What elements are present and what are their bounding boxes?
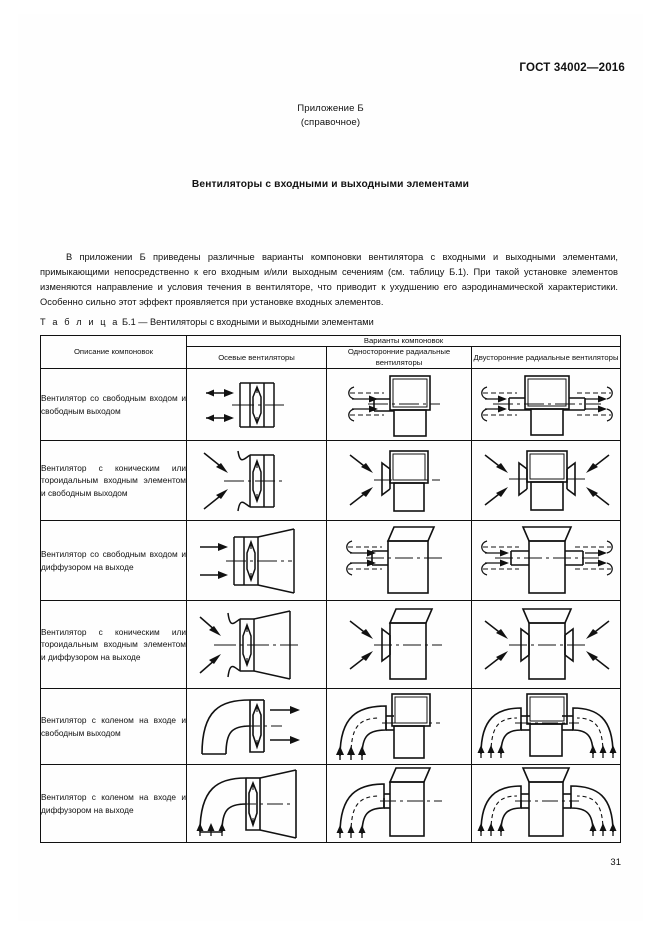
row-description: Вентилятор с коленом на входе и диффузор…	[40, 764, 187, 844]
figure-axial-elbow-diffuser	[186, 764, 327, 844]
appendix-label: Приложение Б	[297, 103, 364, 114]
fan-layout-table: Описание компоновок Варианты компоновок …	[40, 334, 622, 844]
table-caption-prefix: Т а б л и ц а	[40, 317, 120, 327]
row-description: Вентилятор с коническим или тороидальным…	[40, 600, 187, 690]
figure-double-radial-free-diffuser	[470, 520, 622, 602]
row-description: Вентилятор с коническим или тороидальным…	[40, 440, 187, 522]
page-title: Вентиляторы с входными и выходными элеме…	[191, 179, 470, 190]
figure-axial-free-free	[186, 368, 327, 442]
figure-double-radial-conical-free	[470, 440, 622, 522]
page-sheet: ГОСТ 34002—2016 Приложение Б (справочное…	[18, 14, 643, 921]
row-description: Вентилятор с коленом на входе и свободны…	[40, 688, 187, 766]
table-caption-text: Вентиляторы с входными и выходными элеме…	[150, 317, 374, 327]
table-row: Вентилятор с коленом на входе и диффузор…	[40, 764, 622, 844]
table-row: Вентилятор со свободным входом и свободн…	[40, 368, 622, 442]
figure-axial-conical-diffuser	[186, 600, 327, 690]
standard-header: ГОСТ 34002—2016	[519, 62, 625, 74]
appendix-type: (справочное)	[300, 116, 361, 128]
header-group: Варианты компоновок	[185, 334, 622, 348]
page-number: 31	[610, 857, 621, 868]
figure-single-radial-elbow-diffuser	[326, 764, 472, 844]
figure-single-radial-conical-free	[326, 440, 472, 522]
figure-axial-elbow-free	[186, 688, 327, 766]
figure-single-radial-free-free	[326, 368, 472, 442]
table-caption: Т а б л и ц а Б.1 — Вентиляторы с входны…	[40, 317, 374, 327]
row-description: Вентилятор со свободным входом и диффузо…	[40, 520, 187, 602]
table-header-row-1: Описание компоновок Варианты компоновок	[40, 334, 622, 370]
figure-double-radial-elbow-diffuser	[470, 764, 622, 844]
figure-single-radial-free-diffuser	[326, 520, 472, 602]
figure-axial-free-diffuser	[186, 520, 327, 602]
table-row: Вентилятор с коническим или тороидальным…	[40, 440, 622, 522]
figure-double-radial-conical-diffuser	[470, 600, 622, 690]
intro-paragraph: В приложении Б приведены различные вариа…	[40, 252, 618, 308]
table-row: Вентилятор с коническим или тороидальным…	[40, 600, 622, 690]
table-caption-number: Б.1	[122, 317, 136, 327]
figure-single-radial-elbow-free	[326, 688, 472, 766]
figure-double-radial-elbow-free	[470, 688, 622, 766]
table-body: Вентилятор со свободным входом и свободн…	[40, 368, 622, 844]
header-col-single-radial: Односторонние радиальные вентиляторы	[326, 346, 472, 370]
header-col-axial: Осевые вентиляторы	[186, 346, 327, 370]
table-caption-dash: —	[138, 317, 148, 327]
header-col-double-radial: Двусторонние радиальные вентиляторы	[470, 346, 622, 370]
appendix-heading: Приложение Б (справочное)	[18, 102, 643, 130]
table-header-row-2: Осевые вентиляторы Односторонние радиаль…	[41, 346, 622, 370]
figure-axial-conical-free	[186, 440, 327, 522]
figure-single-radial-conical-diffuser	[326, 600, 472, 690]
figure-double-radial-free-free	[470, 368, 622, 442]
table-row: Вентилятор со свободным входом и диффузо…	[40, 520, 622, 602]
table-head: Описание компоновок Варианты компоновок …	[40, 334, 622, 370]
header-description: Описание компоновок	[40, 334, 187, 370]
table-row: Вентилятор с коленом на входе и свободны…	[40, 688, 622, 766]
row-description: Вентилятор со свободным входом и свободн…	[40, 368, 187, 442]
